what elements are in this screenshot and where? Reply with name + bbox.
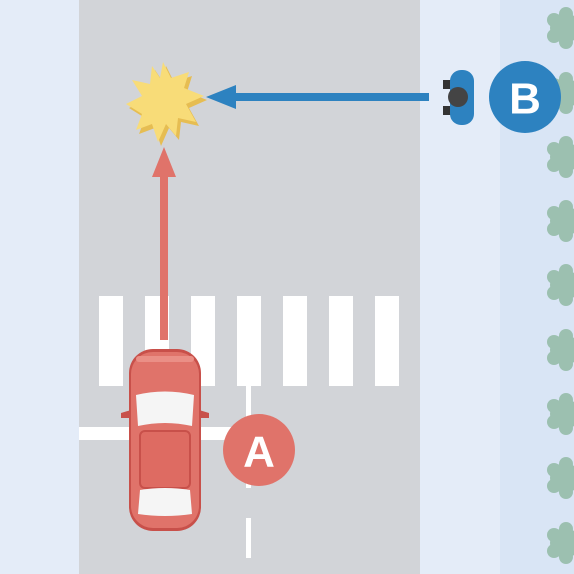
- collision-burst-icon: [126, 62, 207, 146]
- tree-icon: [547, 522, 574, 564]
- tree-icon: [547, 200, 574, 242]
- vehicle-b-path-arrow: [206, 85, 429, 109]
- tree-row: [547, 7, 574, 564]
- vehicle-a-label-badge: A: [223, 414, 295, 486]
- vehicle-b-label-badge: B: [489, 61, 561, 133]
- tree-icon: [547, 136, 574, 178]
- tree-icon: [547, 393, 574, 435]
- tree-icon: [547, 457, 574, 499]
- vehicle-a-label: A: [243, 428, 275, 477]
- vehicle-b-label: B: [509, 75, 541, 124]
- crosswalk: [99, 296, 399, 386]
- tree-icon: [547, 329, 574, 371]
- tree-icon: [547, 7, 574, 49]
- car-icon: [121, 349, 209, 531]
- bicycle-icon: [443, 70, 474, 125]
- vehicle-a-path-arrow: [152, 147, 176, 340]
- tree-icon: [547, 264, 574, 306]
- left-sidewalk: [0, 0, 79, 574]
